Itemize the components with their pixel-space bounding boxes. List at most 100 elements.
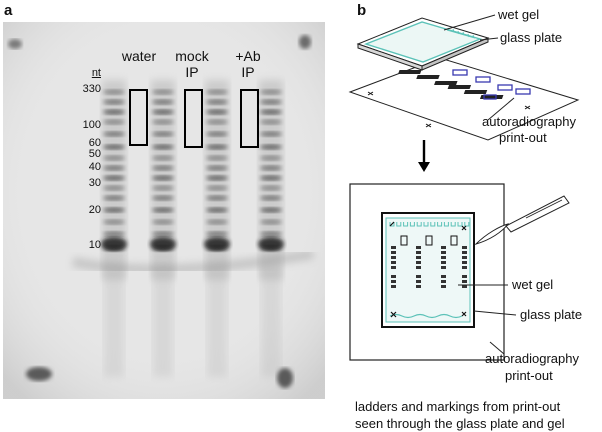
gel-band xyxy=(103,165,125,171)
gel-band xyxy=(103,175,125,181)
wet-gel-flat xyxy=(385,217,471,323)
gel-band xyxy=(260,207,282,213)
ladder-mark xyxy=(391,261,396,264)
ladder-mark xyxy=(416,246,421,249)
ladder-mark xyxy=(416,280,421,283)
gel-lanes xyxy=(101,80,284,377)
gel-image xyxy=(3,22,325,399)
ladder-size-label: 40 xyxy=(88,161,101,173)
excision-box-mock xyxy=(184,89,203,148)
gel-band xyxy=(206,131,228,137)
ladder-mark xyxy=(391,251,396,254)
condition-label-ab-ip: +Ab IP xyxy=(224,48,272,80)
gel-autoradiograph xyxy=(3,22,325,399)
gel-band-10nt xyxy=(150,237,176,251)
label-printout-bottom-line2: print-out xyxy=(505,368,553,383)
gel-band xyxy=(206,219,228,225)
gel-band xyxy=(206,231,228,237)
gel-wells-flat xyxy=(389,222,470,227)
gel-band xyxy=(103,185,125,191)
lane-tail xyxy=(104,267,124,377)
gel-wells-top xyxy=(446,27,476,39)
gel-band xyxy=(206,185,228,191)
ladder-mark xyxy=(441,256,446,259)
ladder-mark xyxy=(416,285,421,288)
label-printout-top-line1: autoradiography xyxy=(482,114,576,129)
gel-band xyxy=(260,219,282,225)
gel-well xyxy=(450,222,456,227)
ladder-size-label: 50 xyxy=(88,148,101,160)
gel-band xyxy=(103,207,125,213)
gel-band xyxy=(260,175,282,181)
leader-glass-plate-bottom xyxy=(473,310,517,316)
label-wet-gel-top: wet gel xyxy=(498,7,540,22)
ladder-lanes-flat xyxy=(391,246,467,288)
gel-band xyxy=(206,89,228,95)
condition-line: IP xyxy=(185,64,199,80)
corner-mark xyxy=(277,368,293,388)
ladder-mark xyxy=(462,285,467,288)
ladder-mark xyxy=(462,261,467,264)
printout-sheet xyxy=(348,57,580,141)
gel-well xyxy=(443,222,449,227)
condition-line: +Ab xyxy=(235,48,261,64)
ladder-mark xyxy=(441,261,446,264)
gel-band xyxy=(206,155,228,161)
gel-band xyxy=(103,231,125,237)
leader-printout-bottom xyxy=(489,341,505,355)
condition-line: IP xyxy=(241,64,255,80)
gel-well xyxy=(457,222,463,227)
ladder-mark xyxy=(441,246,446,249)
leader-printout-top xyxy=(487,97,515,121)
gel-band xyxy=(260,144,282,150)
gel-band xyxy=(206,165,228,171)
printout-boxes xyxy=(452,69,531,100)
gel-band xyxy=(260,109,282,115)
gel-band xyxy=(152,109,174,115)
ladder-mark xyxy=(391,256,396,259)
gel-band xyxy=(103,195,125,201)
gel-well xyxy=(423,222,429,227)
gel-band xyxy=(206,119,228,125)
gel-band xyxy=(152,185,174,191)
ladder-mark xyxy=(462,275,467,278)
ladder-mark xyxy=(391,280,396,283)
gel-band xyxy=(206,109,228,115)
ladder-size-label: 30 xyxy=(88,177,101,189)
lane-tail xyxy=(153,267,173,377)
ladder-mark xyxy=(416,251,421,254)
label-printout-top-line2: print-out xyxy=(499,130,547,145)
gel-band xyxy=(260,119,282,125)
ladder-size-label: 100 xyxy=(82,119,101,131)
down-arrow-icon xyxy=(418,162,430,172)
gel-well xyxy=(396,222,402,227)
gel-band xyxy=(103,119,125,125)
excision-boxes-flat xyxy=(400,235,458,246)
gel-band xyxy=(152,231,174,237)
gel-band xyxy=(206,99,228,105)
gel-band xyxy=(206,207,228,213)
gel-band xyxy=(206,144,228,150)
condition-label-water: water xyxy=(115,48,163,64)
gel-band xyxy=(260,131,282,137)
scalpel-icon xyxy=(474,195,570,246)
ladder-mark xyxy=(441,266,446,269)
gel-band xyxy=(260,155,282,161)
corner-mark xyxy=(8,39,22,49)
gel-well xyxy=(464,222,470,227)
gel-well xyxy=(389,222,395,227)
ladder-mark xyxy=(416,256,421,259)
gel-bottom-edge xyxy=(389,313,463,319)
gel-band xyxy=(260,195,282,201)
label-glass-plate-bottom: glass plate xyxy=(520,307,583,322)
procedure-diagram xyxy=(330,0,602,432)
ladder-mark xyxy=(416,266,421,269)
ladder-mark xyxy=(462,251,467,254)
excision-box-water xyxy=(129,89,148,146)
wet-gel-top xyxy=(363,21,483,63)
corner-mark xyxy=(299,35,311,49)
ladder-mark xyxy=(441,280,446,283)
gel-band xyxy=(260,185,282,191)
ladder-header: nt xyxy=(91,67,101,79)
gel-band-10nt xyxy=(204,237,230,251)
